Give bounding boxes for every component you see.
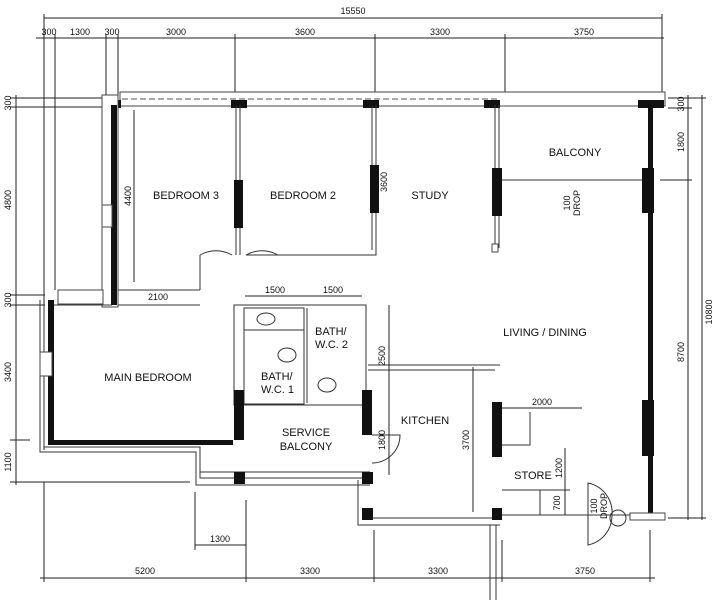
top-dimensions: 15550 300 1300 300 3000 3600 3300 3750 xyxy=(36,6,664,450)
label-kitchen: KITCHEN xyxy=(401,415,449,427)
dim-bedroom3-depth: 4400 xyxy=(123,186,133,206)
dim-right-1: 1800 xyxy=(676,132,686,152)
dim-right-overall: 10800 xyxy=(704,299,713,324)
label-living-dining: LIVING / DINING xyxy=(503,327,587,339)
dim-bottom-3: 3750 xyxy=(575,566,595,576)
dim-kitchen-depth: 3700 xyxy=(461,430,471,450)
dim-service-depth: 1800 xyxy=(377,430,387,450)
dim-bath1-width: 1500 xyxy=(265,285,285,295)
label-bath2-line1: BATH/ xyxy=(315,326,348,338)
walls xyxy=(39,91,666,600)
label-service-line2: BALCONY xyxy=(280,441,333,453)
label-bath2-line2: W.C. 2 xyxy=(315,339,348,351)
label-store: STORE xyxy=(514,470,552,482)
dim-bedroom2-depth: 3600 xyxy=(379,172,389,192)
dim-top-1: 1300 xyxy=(70,27,90,37)
dim-overall-width: 15550 xyxy=(340,6,365,16)
entrance-drop-value: 100 xyxy=(589,498,599,513)
dim-right-0: 300 xyxy=(676,96,686,111)
label-service-line1: SERVICE xyxy=(282,427,330,439)
entrance-drop-label: DROP xyxy=(599,493,609,519)
label-bedroom2: BEDROOM 2 xyxy=(270,190,336,202)
interior-dimensions: 4400 3600 2100 1500 1500 2500 1800 3700 … xyxy=(123,110,582,515)
dim-store-depth: 1200 xyxy=(554,458,564,478)
balcony-drop-label: DROP xyxy=(572,190,582,216)
dim-top-5: 3300 xyxy=(430,27,450,37)
dim-bath2-width: 1500 xyxy=(323,285,343,295)
dim-corridor: 2100 xyxy=(148,292,168,302)
dim-top-2: 300 xyxy=(104,27,119,37)
dim-top-6: 3750 xyxy=(574,27,594,37)
dim-top-3: 3000 xyxy=(166,27,186,37)
right-dimensions: 300 1800 8700 10800 xyxy=(660,95,713,520)
dim-left-4: 1100 xyxy=(3,452,13,471)
dim-top-4: 3600 xyxy=(295,27,315,37)
label-main-bedroom: MAIN BEDROOM xyxy=(104,372,191,384)
dim-left-1: 4800 xyxy=(3,190,13,210)
dim-bottom-2: 3300 xyxy=(428,566,448,576)
label-bedroom3: BEDROOM 3 xyxy=(153,190,219,202)
balcony-drop-value: 100 xyxy=(562,195,572,210)
dim-shelf-depth: 700 xyxy=(552,495,562,510)
dim-bath-depth: 2500 xyxy=(377,346,387,366)
room-labels: BEDROOM 3 BEDROOM 2 STUDY BALCONY LIVING… xyxy=(104,147,602,482)
dim-bottom-0: 5200 xyxy=(135,566,155,576)
dim-left-3: 3400 xyxy=(3,362,13,382)
dim-bottom-inner: 1300 xyxy=(210,534,230,544)
label-balcony: BALCONY xyxy=(549,147,602,159)
drop-notes: 100 DROP 100 DROP xyxy=(562,190,609,519)
dim-left-2: 300 xyxy=(3,292,13,307)
left-dimensions: 300 4800 300 3400 1100 xyxy=(3,95,190,485)
dim-store-width: 2000 xyxy=(532,397,552,407)
dim-top-0: 300 xyxy=(41,27,56,37)
label-bath1-line1: BATH/ xyxy=(261,371,294,383)
label-study: STUDY xyxy=(411,190,449,202)
dim-bottom-1: 3300 xyxy=(300,566,320,576)
bottom-dimensions: 5200 3300 3300 3750 1300 xyxy=(40,482,655,582)
dim-left-0: 300 xyxy=(3,95,13,110)
label-bath1-line2: W.C. 1 xyxy=(261,384,294,396)
dim-right-2: 8700 xyxy=(676,342,686,362)
